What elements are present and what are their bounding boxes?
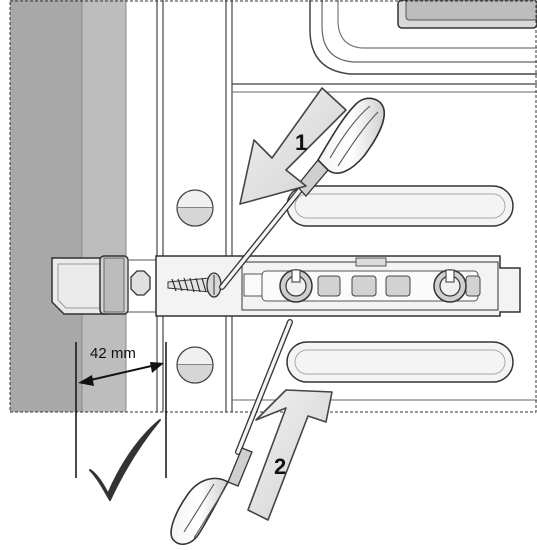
wall xyxy=(10,0,127,412)
checkmark-icon xyxy=(89,419,161,501)
hole-plugs xyxy=(176,189,214,384)
oval-slots xyxy=(286,185,514,383)
dimension-label: 42 mm xyxy=(90,345,136,362)
oval-slot-bottom xyxy=(286,341,514,383)
oval-slot-top xyxy=(286,185,514,227)
anchor-bracket xyxy=(51,255,521,317)
step-1-arrow xyxy=(239,87,347,205)
window-frame xyxy=(156,0,233,412)
screwdriver-1 xyxy=(219,97,386,290)
cam-lock-right xyxy=(433,269,467,303)
step-1-label: 1 xyxy=(295,130,307,155)
step-2-arrow xyxy=(247,389,333,521)
cam-lock-left xyxy=(279,269,313,303)
step-2-label: 2 xyxy=(274,454,286,479)
hole-plug-bottom xyxy=(176,346,214,384)
screw xyxy=(167,272,222,298)
screwdriver-2 xyxy=(170,319,293,545)
dimension-indicator xyxy=(75,342,167,478)
hole-plug-top xyxy=(176,189,214,227)
